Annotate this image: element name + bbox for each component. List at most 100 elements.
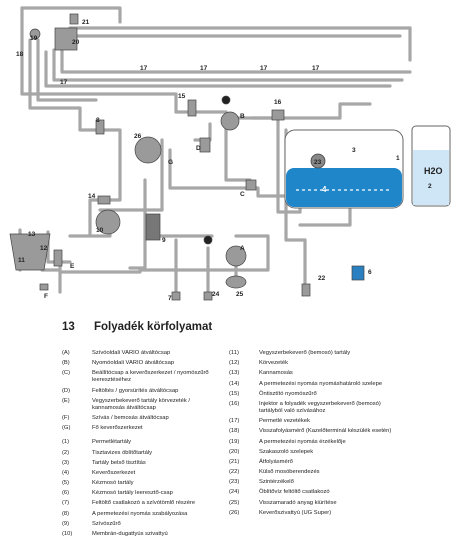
label-D: D bbox=[196, 145, 201, 152]
legend-item-18: (18)Visszafolyásmérő (Kazelőterminál kés… bbox=[229, 428, 404, 435]
legend-item-3: (3)Tartály belső tisztítás bbox=[62, 460, 224, 467]
legend-key: (26) bbox=[229, 509, 240, 516]
legend-text: Visszamaradó anyag kiürítése bbox=[259, 499, 337, 506]
rinse-water-tank bbox=[411, 125, 451, 207]
legend-text: A permetezési nyomás érzékelője bbox=[259, 438, 346, 445]
legend-key: (G) bbox=[62, 425, 71, 432]
legend-text: Visszafolyásmérő (Kazelőterminál készülé… bbox=[259, 428, 392, 435]
legend-key: (9) bbox=[62, 520, 70, 527]
legend-item-10: (10)Membrán-dugattyús szivattyú bbox=[62, 531, 224, 538]
label-6: 6 bbox=[368, 269, 372, 276]
legend-key: (12) bbox=[229, 360, 240, 367]
legend-item-26: (26)Keverőszivattyú (UG Super) bbox=[229, 510, 404, 517]
label-7: 7 bbox=[168, 295, 172, 302]
label-12: 12 bbox=[40, 245, 48, 252]
legend-text: Kannamosás bbox=[259, 370, 293, 377]
legend-key: (13) bbox=[229, 370, 240, 377]
legend-item-9: (9)Szívószűrő bbox=[62, 521, 224, 528]
line-G-C bbox=[168, 148, 302, 198]
legend-text: Feltöltés / gyorsürítés átváltócsap bbox=[92, 387, 179, 394]
label-5: 25 bbox=[236, 291, 244, 298]
legend-item-14: (14)A permetezési nyomás nyomáshatároló … bbox=[229, 381, 404, 388]
legend-key: (15) bbox=[229, 390, 240, 397]
line-to-B bbox=[174, 110, 228, 120]
legend-text: Membrán-dugattyús szivattyú bbox=[92, 531, 168, 537]
legend-key: (1) bbox=[62, 439, 70, 446]
line-26 bbox=[98, 138, 164, 212]
valve-A bbox=[225, 245, 247, 267]
label-10: 10 bbox=[96, 227, 104, 234]
line-tank-top bbox=[250, 102, 372, 120]
caption-number: 13 bbox=[62, 321, 75, 333]
label-F: F bbox=[44, 293, 48, 300]
label-A: A bbox=[240, 245, 245, 252]
valve-D bbox=[199, 137, 211, 153]
label-26: 26 bbox=[134, 133, 142, 140]
label-21: 21 bbox=[82, 19, 90, 26]
boom-line-5 bbox=[44, 50, 392, 88]
label-22: 22 bbox=[318, 275, 326, 282]
label-16: 16 bbox=[274, 99, 282, 106]
legend-text: Körvezeték bbox=[259, 360, 288, 367]
legend-text: Keverőszerkezet bbox=[92, 469, 136, 476]
components bbox=[9, 13, 365, 301]
legend-key: (20) bbox=[229, 448, 240, 455]
legend-text: Fő keverőszerkezet bbox=[92, 425, 143, 432]
legend-right-column: (11)Vegyszerbekeverő (bemosó) tartály (1… bbox=[229, 350, 404, 520]
legend-item-2: (2) Tisztavizes öblítőtartály bbox=[62, 450, 224, 457]
legend-item-G: (G) Fő keverőszerkezet bbox=[62, 425, 224, 432]
label-24: 24 bbox=[212, 291, 220, 298]
legend-item-6: (6)Kézmosó tartály leeresztő-csap bbox=[62, 490, 224, 497]
main-tank bbox=[284, 129, 404, 209]
drain-25 bbox=[225, 275, 247, 289]
caption-title: Folyadék körfolyamat bbox=[94, 321, 213, 333]
label-8: 8 bbox=[96, 117, 100, 124]
return-top bbox=[20, 6, 122, 24]
legend-item-17: (17)Permetlé vezetékek bbox=[229, 418, 404, 425]
legend-key: (7) bbox=[62, 500, 70, 507]
legend-text: Injektor a folyadék vegyszerbekeverő (be… bbox=[259, 400, 381, 414]
legend-item-12: (12) Körvezeték bbox=[229, 360, 404, 367]
washer-22 bbox=[301, 283, 311, 297]
legend-key: (3) bbox=[62, 459, 70, 466]
label-E: E bbox=[70, 263, 75, 270]
legend-text: Permetlétartály bbox=[92, 439, 131, 446]
legend-text: Permetlé vezetékek bbox=[259, 418, 310, 425]
legend-text: A permetezési nyomás nyomáshatároló szel… bbox=[259, 380, 383, 387]
valve-A-knob bbox=[203, 235, 213, 245]
legend-text: Vegyszerbekeverő tartály körvezeték / ka… bbox=[92, 397, 190, 411]
legend-key: (22) bbox=[229, 469, 240, 476]
line-18 bbox=[36, 38, 98, 102]
line-D bbox=[193, 122, 212, 142]
legend-text: Tisztavizes öblítőtartály bbox=[92, 449, 153, 456]
legend-text: Szakaszoló szelepek bbox=[259, 448, 314, 455]
legend-item-15: (15)Öntisztító nyomószűrő bbox=[229, 391, 404, 398]
legend-item-24: (24)Öblítővíz feltöltő csatlakozó bbox=[229, 489, 404, 496]
legend-item-20: (20) Szakaszoló szelepek bbox=[229, 449, 404, 456]
legend-key: (4) bbox=[62, 469, 70, 476]
label-17a: 17 bbox=[140, 65, 148, 72]
connector-24 bbox=[203, 291, 213, 301]
legend-key: (D) bbox=[62, 387, 71, 394]
fluid-circuit-diagram: 1 2 3 4 25 6 7 8 9 10 11 12 13 14 15 16 … bbox=[9, 6, 451, 302]
valve-20 bbox=[54, 27, 78, 51]
legend-key: (F) bbox=[62, 414, 70, 421]
legend-key: (25) bbox=[229, 499, 240, 506]
legend-key: (23) bbox=[229, 479, 240, 486]
legend-key: (2) bbox=[62, 449, 70, 456]
boom-line-3 bbox=[60, 46, 412, 74]
legend-item-5: (5)Kézmosó tartály bbox=[62, 480, 224, 487]
label-18: 18 bbox=[16, 51, 24, 58]
valve-F bbox=[39, 283, 49, 291]
relief-valve-14 bbox=[97, 195, 111, 205]
legend-key: (24) bbox=[229, 489, 240, 496]
legend-text: Szintérzékelő bbox=[259, 479, 294, 486]
sensor-19 bbox=[29, 28, 41, 40]
label-C: C bbox=[240, 191, 245, 198]
legend-item-1: (1) Permetlétartály bbox=[62, 439, 224, 446]
pump-26 bbox=[134, 136, 162, 164]
line-A-return bbox=[138, 234, 270, 272]
legend-item-11: (11)Vegyszerbekeverő (bemosó) tartály bbox=[229, 350, 404, 357]
connector-7 bbox=[171, 291, 181, 301]
label-h2o: H2O bbox=[424, 166, 443, 176]
